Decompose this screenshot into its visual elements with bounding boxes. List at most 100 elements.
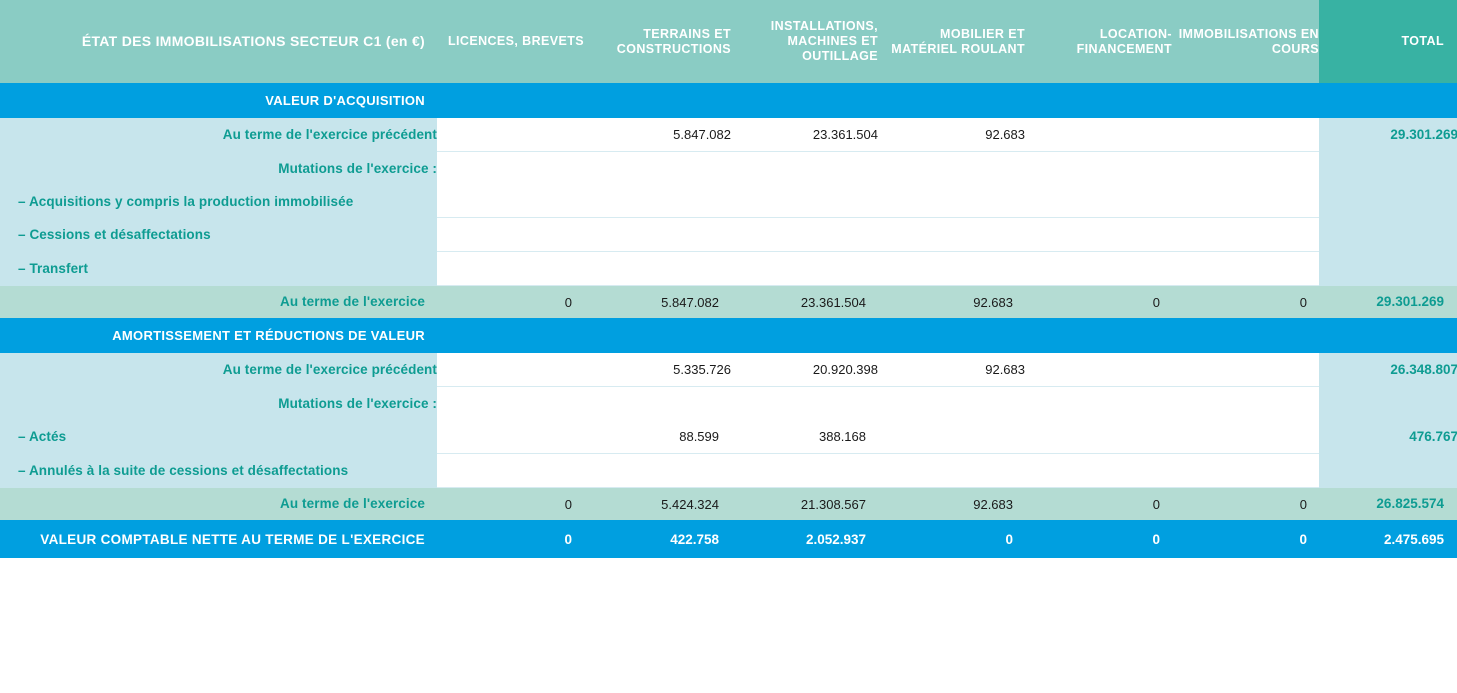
subtotal-total: 26.825.574 [1319,487,1457,520]
subtotal-total: 29.301.269 [1319,285,1457,318]
row-label: – Cessions et désaffectations [0,217,437,252]
cell-total: 26.348.807 [1319,353,1457,387]
net-row-label: VALEUR COMPTABLE NETTE AU TERME DE L'EXE… [0,520,437,558]
inner-values-row: 88.599 388.168 [437,420,1317,453]
row-label: – Annulés à la suite de cessions et désa… [0,453,437,488]
column-header-location-financement: LOCATION-FINANCEMENT [1025,0,1172,83]
cell-value [1025,217,1172,252]
cell-value: 5.847.082 [584,118,731,152]
table-row: – Transfert [0,251,1457,286]
cell-value [878,420,1025,453]
section-band-filler [437,318,1457,353]
column-header-immobilisations-en-cours: IMMOBILISATIONS EN COURS [1172,0,1319,83]
section-band-valeur-acquisition: VALEUR D'ACQUISITION [0,83,1457,118]
subtotal-value: 23.361.504 [731,285,878,318]
section-band-label: AMORTISSEMENT ET RÉDUCTIONS DE VALEUR [0,318,437,353]
cell-value [731,453,878,488]
cell-value [878,453,1025,488]
cell-value [437,217,584,252]
cell-value [1172,353,1319,387]
subtotal-value: 92.683 [878,285,1025,318]
column-header-terrains-constructions: TERRAINS ET CONSTRUCTIONS [584,0,731,83]
column-header-mobilier-materiel-roulant: MOBILIER ET MATÉRIEL ROULANT [878,0,1025,83]
cell-value: 20.920.398 [731,353,878,387]
table-header: ÉTAT DES IMMOBILISATIONS SECTEUR C1 (en … [0,0,1457,83]
cell-value [437,353,584,387]
net-row-value: 0 [437,520,584,558]
table-row: – Acquisitions y compris la production i… [0,184,1457,218]
net-row-value: 2.052.937 [731,520,878,558]
cell-value: 88.599 [679,429,719,444]
cell-value: 92.683 [878,353,1025,387]
table-row: – Annulés à la suite de cessions et désa… [0,453,1457,488]
table-title: ÉTAT DES IMMOBILISATIONS SECTEUR C1 (en … [0,0,437,83]
table-body: VALEUR D'ACQUISITION Au terme de l'exerc… [0,83,1457,558]
cell-value [878,251,1025,286]
cell-value: 23.361.504 [731,118,878,152]
net-row-total: 2.475.695 [1319,520,1457,558]
cell-total [1319,151,1457,218]
cell-value [1025,251,1172,286]
cell-value [437,453,584,488]
cell-value [1025,453,1172,488]
row-label: Mutations de l'exercice : [0,151,437,185]
subtotal-label: Au terme de l'exercice [0,487,437,520]
cell-value [1172,453,1319,488]
cell-value [731,251,878,286]
subtotal-value: 5.424.324 [584,487,731,520]
row-label: – Actés [0,420,437,454]
section-band-amortissement: AMORTISSEMENT ET RÉDUCTIONS DE VALEUR [0,318,1457,353]
cell-value [731,217,878,252]
net-row-value: 422.758 [584,520,731,558]
inner-spacer [878,387,1025,420]
cell-value [584,251,731,286]
inner-spacer [1025,387,1172,420]
merged-empty-cells [437,151,1319,218]
cell-value [437,420,584,453]
cell-value [1172,217,1319,252]
subtotal-value: 0 [1172,285,1319,318]
cell-total [1319,217,1457,252]
inner-spacer [437,387,584,420]
cell-value [584,453,731,488]
subtotal-row: Au terme de l'exercice 0 5.847.082 23.36… [0,285,1457,318]
inner-spacer [584,387,731,420]
subtotal-row: Au terme de l'exercice 0 5.424.324 21.30… [0,487,1457,520]
net-row-value: 0 [1025,520,1172,558]
merged-values-cell: 88.599 388.168 [437,386,1319,454]
cell-total: 29.301.269 [1319,118,1457,152]
inner-values-grid: 88.599 388.168 [437,387,1317,453]
net-row-value: 0 [878,520,1025,558]
subtotal-value: 21.308.567 [731,487,878,520]
header-row: ÉTAT DES IMMOBILISATIONS SECTEUR C1 (en … [0,0,1457,83]
table-row: Mutations de l'exercice : [0,386,1457,454]
row-label: Mutations de l'exercice : [0,386,437,420]
section-band-label: VALEUR D'ACQUISITION [0,83,437,118]
column-header-total: TOTAL [1319,0,1457,83]
cell-value: 5.335.726 [584,353,731,387]
subtotal-value: 0 [437,285,584,318]
cell-total: 476.767 [1319,420,1457,454]
subtotal-value: 0 [1025,487,1172,520]
cell-value [1025,420,1172,453]
cell-total [1319,453,1457,488]
subtotal-label: Au terme de l'exercice [0,285,437,318]
row-label: Au terme de l'exercice précédent [0,118,437,152]
subtotal-value: 92.683 [878,487,1025,520]
cell-value [437,251,584,286]
immobilisations-table: ÉTAT DES IMMOBILISATIONS SECTEUR C1 (en … [0,0,1457,558]
table-row: Mutations de l'exercice : [0,151,1457,218]
inner-spacer [1172,387,1317,420]
net-book-value-row: VALEUR COMPTABLE NETTE AU TERME DE L'EXE… [0,520,1457,558]
cell-value [1025,353,1172,387]
section-band-filler [437,83,1457,118]
row-label: Au terme de l'exercice précédent [0,353,437,387]
cell-value: 92.683 [878,118,1025,152]
table-row: – Actés 476.767 [0,420,1457,454]
row-label: – Transfert [0,251,437,286]
table-row: – Cessions et désaffectations [0,217,1457,252]
column-header-installations-machines-outillage: INSTALLATIONS, MACHINES ET OUTILLAGE [731,0,878,83]
cell-total [1319,386,1457,420]
subtotal-value: 5.847.082 [584,285,731,318]
subtotal-value: 0 [1172,487,1319,520]
